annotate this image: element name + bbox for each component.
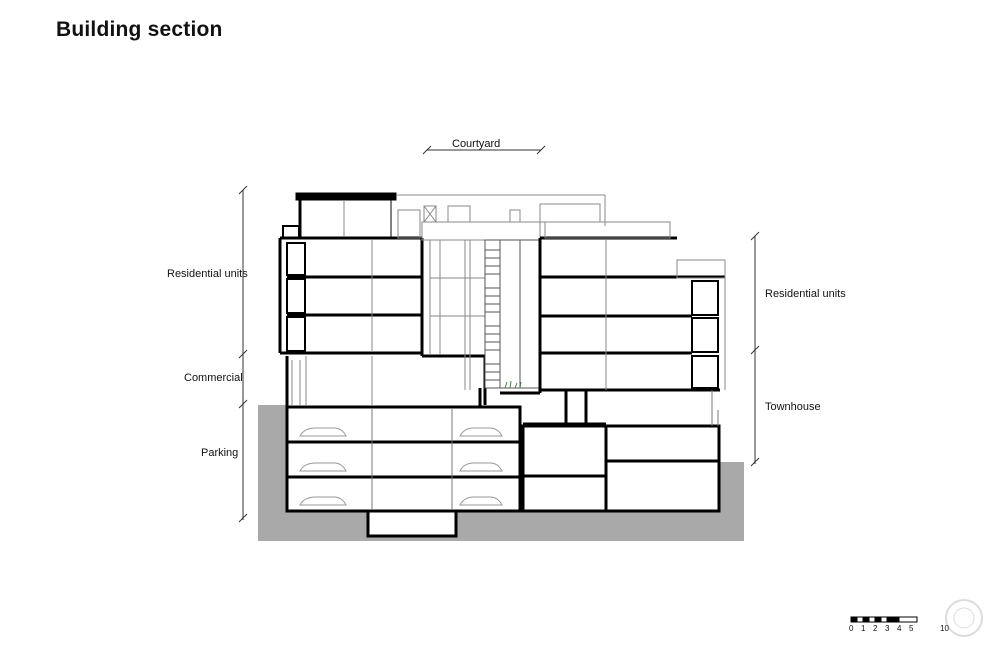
planting — [504, 380, 522, 389]
stair-core — [484, 239, 541, 389]
scale-tick-2: 2 — [873, 624, 878, 633]
courtyard-zone — [421, 203, 601, 390]
label-residential-units-right: Residential units — [765, 288, 846, 300]
label-residential-units-left: Residential units — [167, 268, 248, 280]
scale-tick-4: 4 — [897, 624, 902, 633]
scale-bar — [850, 616, 918, 623]
label-commercial: Commercial — [184, 372, 243, 384]
watermark-logo — [945, 599, 983, 637]
left-rooftop — [282, 192, 606, 239]
label-townhouse: Townhouse — [765, 401, 821, 413]
townhouse-lower — [521, 424, 721, 513]
commercial-level — [285, 354, 487, 407]
scale-tick-1: 1 — [861, 624, 866, 633]
townhouse-upper — [523, 388, 720, 426]
scale-tick-3: 3 — [885, 624, 890, 633]
label-parking: Parking — [201, 447, 239, 459]
parking-levels — [285, 405, 522, 538]
parking-columns — [371, 409, 453, 509]
level-indicator-right — [750, 231, 760, 467]
car-outlines — [299, 427, 503, 506]
courtyard-dimension — [422, 145, 546, 155]
scale-tick-0: 0 — [849, 624, 854, 633]
ground-mass — [258, 405, 744, 541]
scale-tick-10: 10 — [940, 624, 949, 633]
level-indicator-left — [238, 185, 248, 523]
residential-left-block — [278, 236, 424, 356]
scale-tick-5: 5 — [909, 624, 914, 633]
label-courtyard: Courtyard — [452, 138, 501, 150]
drawing-title: Building section — [56, 18, 223, 41]
